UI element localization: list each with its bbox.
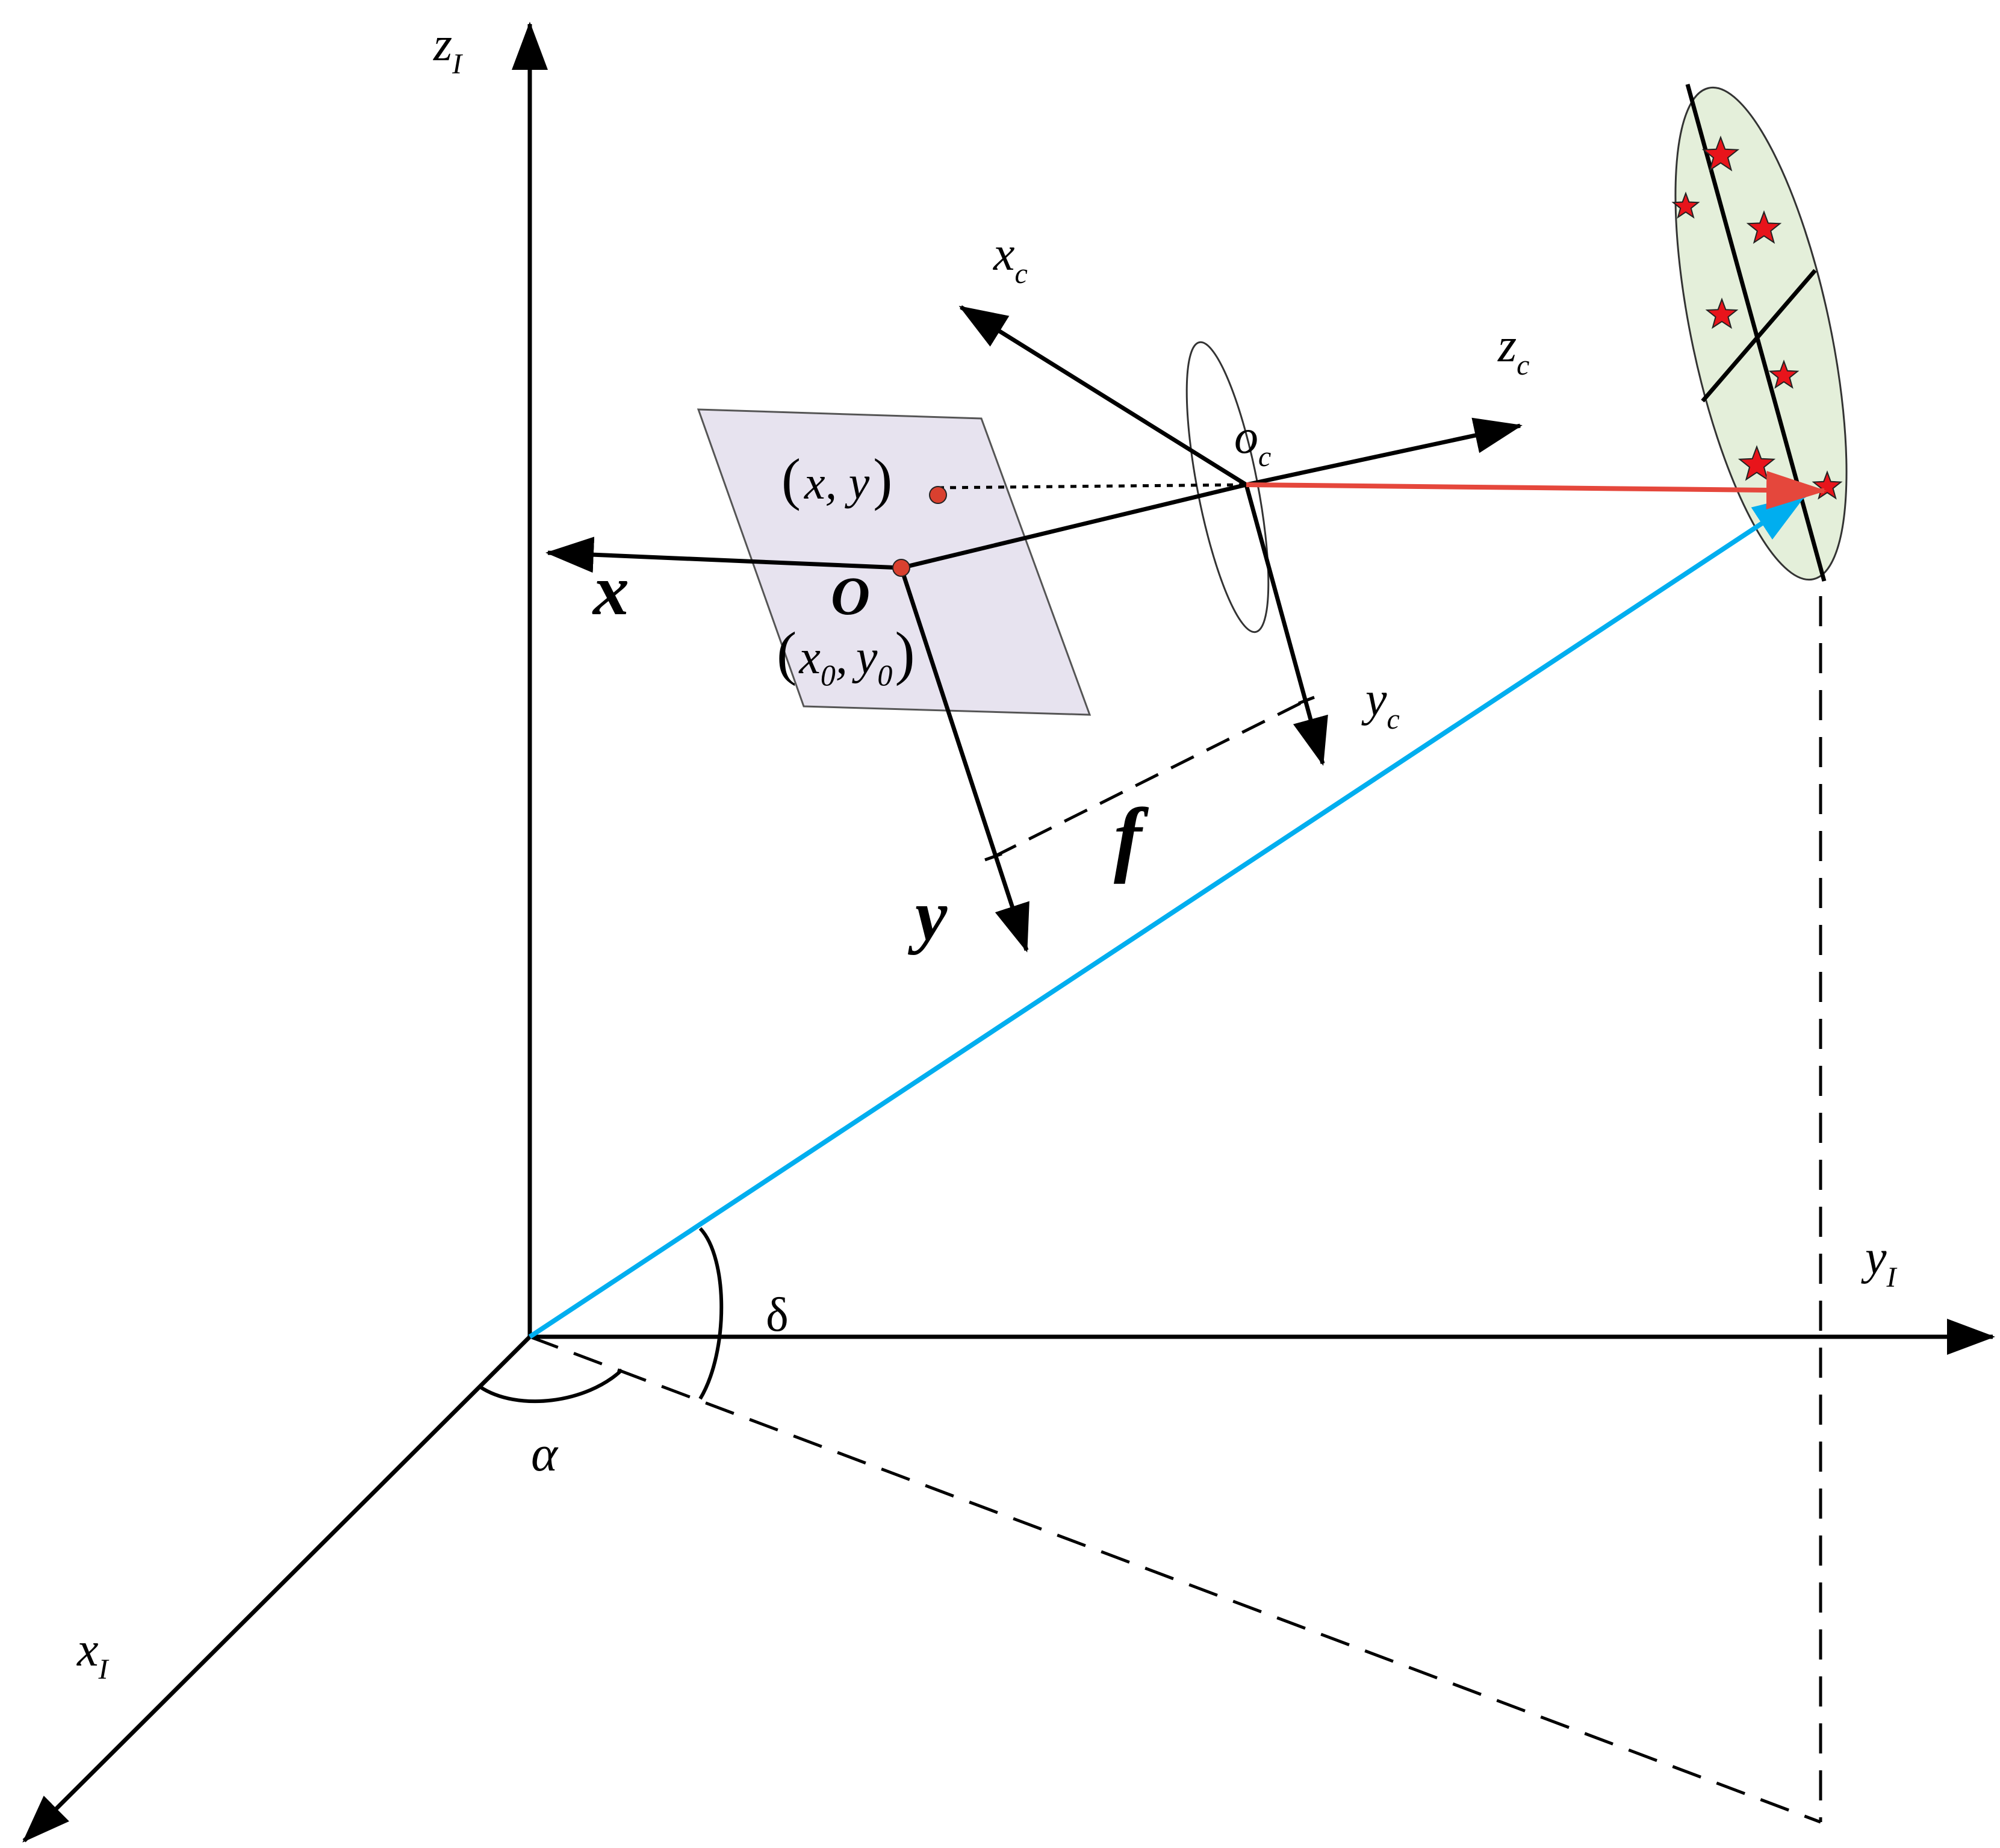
optical-axis — [901, 482, 1247, 570]
y-inertial-label: yI — [1861, 1231, 1898, 1293]
z-camera-axis — [1246, 417, 1523, 487]
y-camera-axis — [1244, 484, 1328, 766]
star-marker — [1746, 210, 1782, 244]
projection-dotted-line — [937, 483, 1247, 490]
position-vector — [528, 493, 1807, 1339]
star-marker — [1738, 445, 1776, 481]
alpha-label: α — [531, 1426, 559, 1482]
focal-tick-right — [1298, 695, 1315, 705]
y-camera-label: yc — [1361, 673, 1400, 735]
line-of-sight-vector — [1246, 471, 1827, 509]
x-inertial-label: xI — [76, 1623, 110, 1685]
target-short-axis — [1701, 269, 1817, 403]
x-camera-axis — [958, 305, 1247, 487]
principal-point-label: (x0,y0) — [777, 620, 915, 692]
image-point-label: (x, y) — [781, 447, 892, 511]
star-marker — [1768, 359, 1800, 389]
alpha-angle-arc — [479, 1368, 624, 1404]
image-y-axis-label: y — [907, 875, 948, 955]
image-x-axis-label: x — [592, 550, 629, 630]
star-marker — [1705, 297, 1739, 329]
z-camera-label: zc — [1497, 319, 1529, 381]
delta-angle-arc — [698, 1227, 724, 1400]
focal-tick-left — [984, 852, 1002, 862]
star-marker — [1701, 135, 1740, 172]
principal-point-marker — [892, 559, 910, 577]
focal-length-label: f — [1114, 791, 1149, 885]
x-inertial-axis — [22, 1335, 532, 1843]
x-camera-label: xc — [993, 228, 1028, 290]
camera-origin-label: oc — [1234, 411, 1271, 473]
focal-length-dimension — [992, 698, 1308, 859]
image-origin-label: O — [831, 567, 870, 626]
star-marker — [1671, 191, 1700, 219]
image-point-marker — [929, 486, 947, 504]
image-x-axis — [545, 537, 902, 573]
ground-projection-line — [529, 1335, 1821, 1824]
delta-label: δ — [766, 1289, 789, 1342]
z-inertial-label: zI — [433, 18, 463, 80]
image-y-axis — [899, 567, 1030, 953]
